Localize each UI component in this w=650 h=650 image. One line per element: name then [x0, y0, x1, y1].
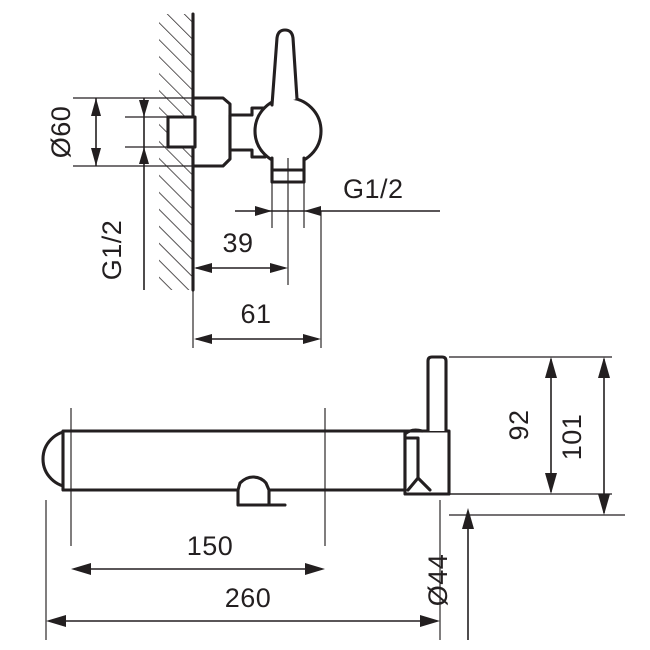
dimension-150: 150 — [71, 531, 325, 575]
dia60-label: Ø60 — [46, 106, 76, 159]
dia44-label: Ø44 — [423, 554, 453, 607]
dimension-101: 101 — [449, 357, 625, 516]
dimension-dia60: Ø60 — [46, 97, 193, 167]
d61-arrow-left — [194, 334, 212, 344]
d260-arrow-left — [46, 615, 66, 627]
escutcheon-cover — [191, 96, 232, 168]
dimension-260: 260 — [45, 500, 441, 640]
valve-head-taper — [403, 436, 420, 492]
g12right-arrow-left — [255, 206, 272, 216]
dimension-61: 61 — [192, 211, 322, 348]
d101-label: 101 — [557, 414, 587, 461]
d61-label: 61 — [240, 299, 271, 329]
dimension-39: 39 — [192, 182, 289, 285]
dia44-arrow — [462, 508, 474, 529]
dimension-g12-left: G1/2 — [97, 98, 193, 290]
d39-label: 39 — [222, 228, 253, 258]
d150-arrow-right — [305, 563, 325, 575]
lever-base-shoulder — [403, 428, 424, 436]
d150-label: 150 — [187, 531, 234, 561]
valve-head-taper-edge — [416, 476, 432, 492]
lever-handle — [270, 28, 299, 107]
mixer-body-bar — [61, 429, 407, 492]
shower-outlet-nub — [236, 475, 271, 507]
d39-arrow-right — [270, 263, 288, 273]
g12right-label: G1/2 — [343, 174, 404, 204]
d61-arrow-right — [303, 334, 321, 344]
dimension-dia44: Ø44 — [423, 493, 500, 640]
dimension-g12-right: G1/2 — [235, 174, 440, 228]
g12left-arrow-bottom — [139, 147, 149, 164]
dia60-arrow-top — [91, 98, 101, 116]
d260-label: 260 — [225, 583, 272, 613]
d92-arrow-bottom — [545, 473, 557, 494]
side-section-view: Ø60 G1/2 G1/2 39 — [46, 12, 440, 348]
d92-label: 92 — [504, 409, 534, 440]
d92-arrow-top — [545, 357, 557, 378]
d150-arrow-left — [71, 563, 91, 575]
g12left-arrow-top — [139, 100, 149, 117]
g12right-arrow-right — [304, 206, 321, 216]
d101-arrow-bottom — [598, 494, 610, 515]
valve-body-sphere — [253, 96, 323, 166]
dia60-arrow-bottom — [91, 148, 101, 166]
d260-arrow-right — [420, 615, 440, 627]
front-elevation-view: 150 260 92 101 — [41, 355, 625, 640]
d39-arrow-left — [194, 263, 212, 273]
d101-arrow-top — [598, 357, 610, 378]
wall-hatch — [159, 14, 193, 290]
wall-inlet-nipple — [166, 115, 197, 149]
front-lever-handle — [426, 355, 448, 433]
g12left-label: G1/2 — [97, 220, 127, 281]
